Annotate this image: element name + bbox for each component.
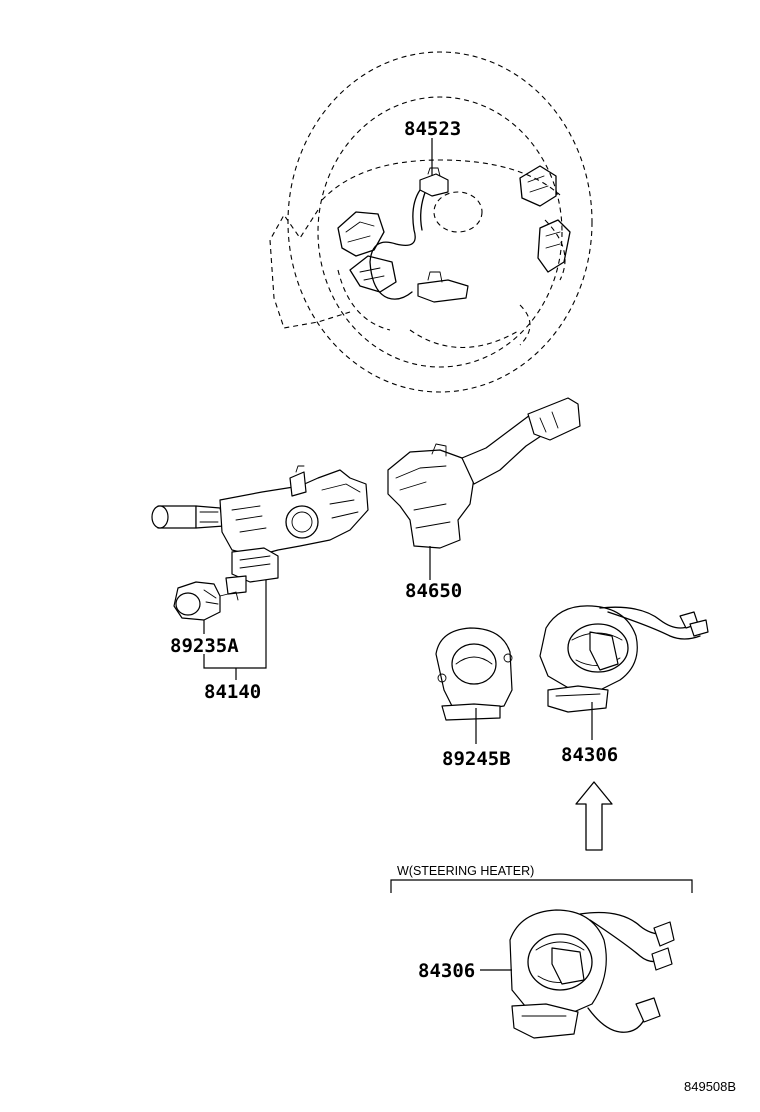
part-label-84523: 84523 [404,118,461,140]
part-label-89235a: 89235A [170,635,239,657]
part-label-84140: 84140 [204,681,261,703]
steering-switch-assembly-drawing [337,165,571,303]
steering-wheel-drawing [269,51,593,393]
part-label-89245b: 89245B [442,748,511,770]
figure-id: 849508B [684,1079,736,1094]
part-label-84650: 84650 [405,580,462,602]
combination-switch-drawing [151,465,369,595]
sensor-89235a-drawing [173,581,239,621]
variant-note-steering-heater: W(STEERING HEATER) [397,864,534,878]
spiral-cable-heater-drawing [509,909,675,1039]
wiper-switch-drawing [387,397,581,549]
spiral-cable-drawing [539,605,709,713]
upward-arrow [575,781,613,851]
part-label-84306-heater: 84306 [418,960,475,982]
leader-lines [203,138,693,971]
part-label-84306: 84306 [561,744,618,766]
steering-angle-sensor-drawing [435,627,513,721]
